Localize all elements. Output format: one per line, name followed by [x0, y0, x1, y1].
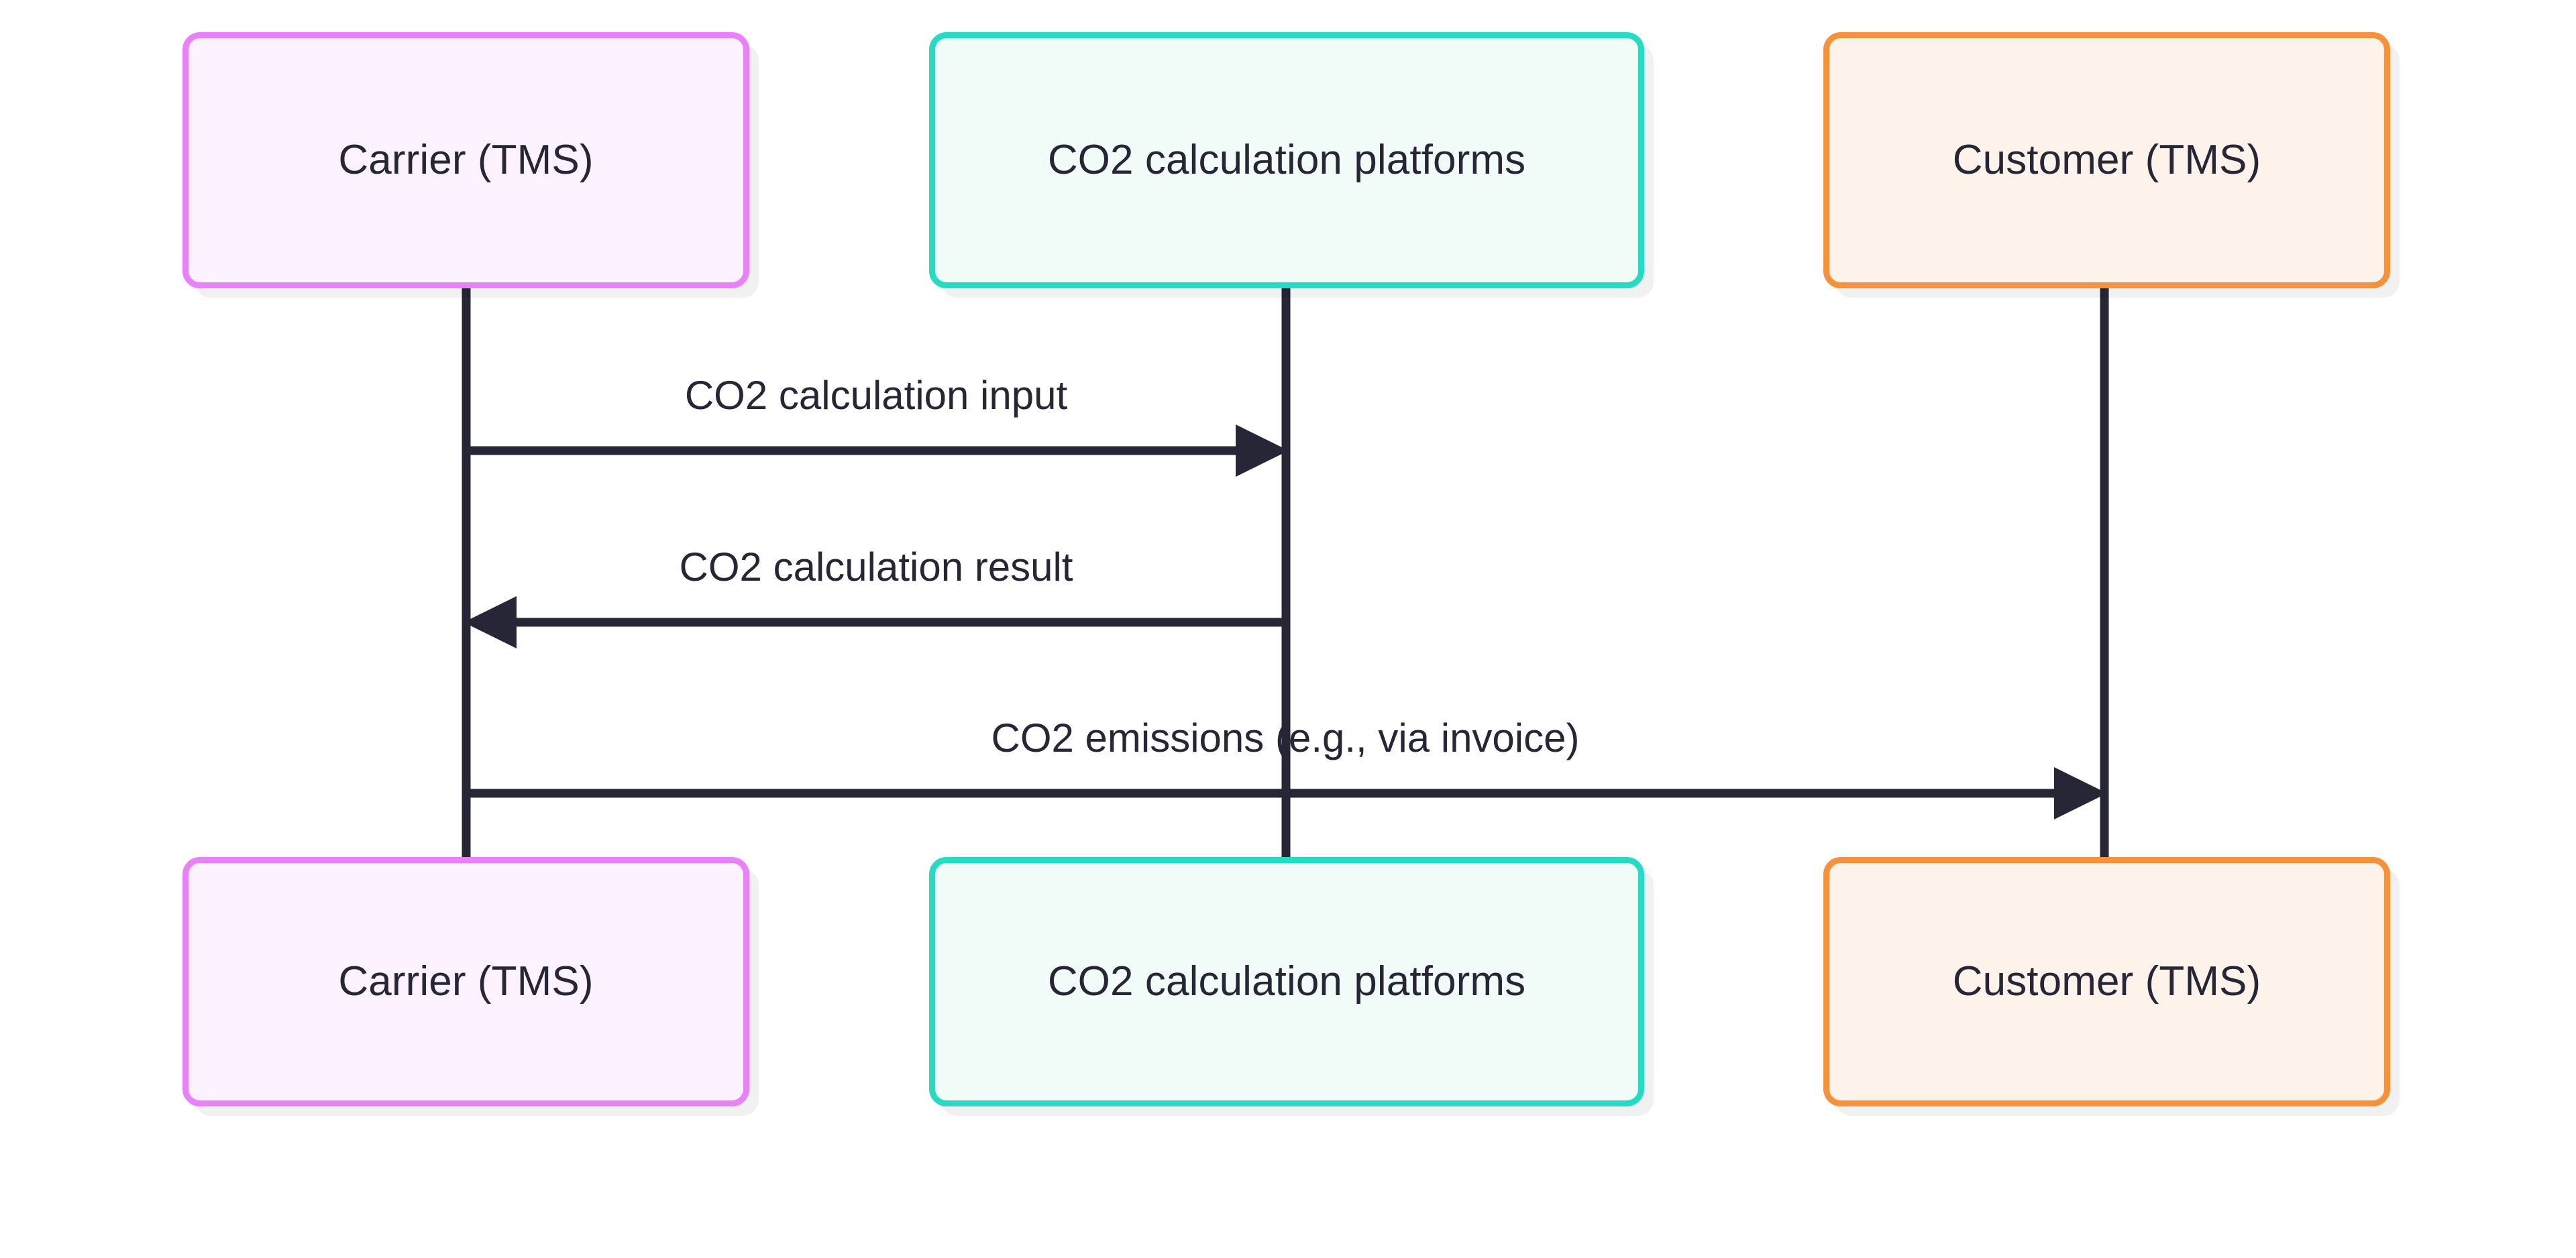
actor-box-customer-top[interactable]: Customer (TMS) [1823, 32, 2390, 288]
actor-label-customer-bottom: Customer (TMS) [1952, 958, 2261, 1005]
actor-label-platforms-bottom: CO2 calculation platforms [1047, 958, 1526, 1005]
message-arrow-2 [464, 596, 1286, 648]
actor-box-platforms-top[interactable]: CO2 calculation platforms [929, 32, 1644, 288]
actor-label-carrier-top: Carrier (TMS) [338, 137, 594, 183]
actor-label-carrier-bottom: Carrier (TMS) [338, 958, 594, 1005]
actor-box-customer-bottom[interactable]: Customer (TMS) [1823, 857, 2390, 1106]
message-arrow-1 [466, 424, 1289, 477]
actor-box-platforms-bottom[interactable]: CO2 calculation platforms [929, 857, 1644, 1106]
actor-label-platforms-top: CO2 calculation platforms [1047, 137, 1526, 183]
actor-box-carrier-top[interactable]: Carrier (TMS) [182, 32, 749, 288]
actor-label-customer-top: Customer (TMS) [1952, 137, 2261, 183]
actor-box-carrier-bottom[interactable]: Carrier (TMS) [182, 857, 749, 1106]
message-arrow-3 [466, 767, 2107, 819]
